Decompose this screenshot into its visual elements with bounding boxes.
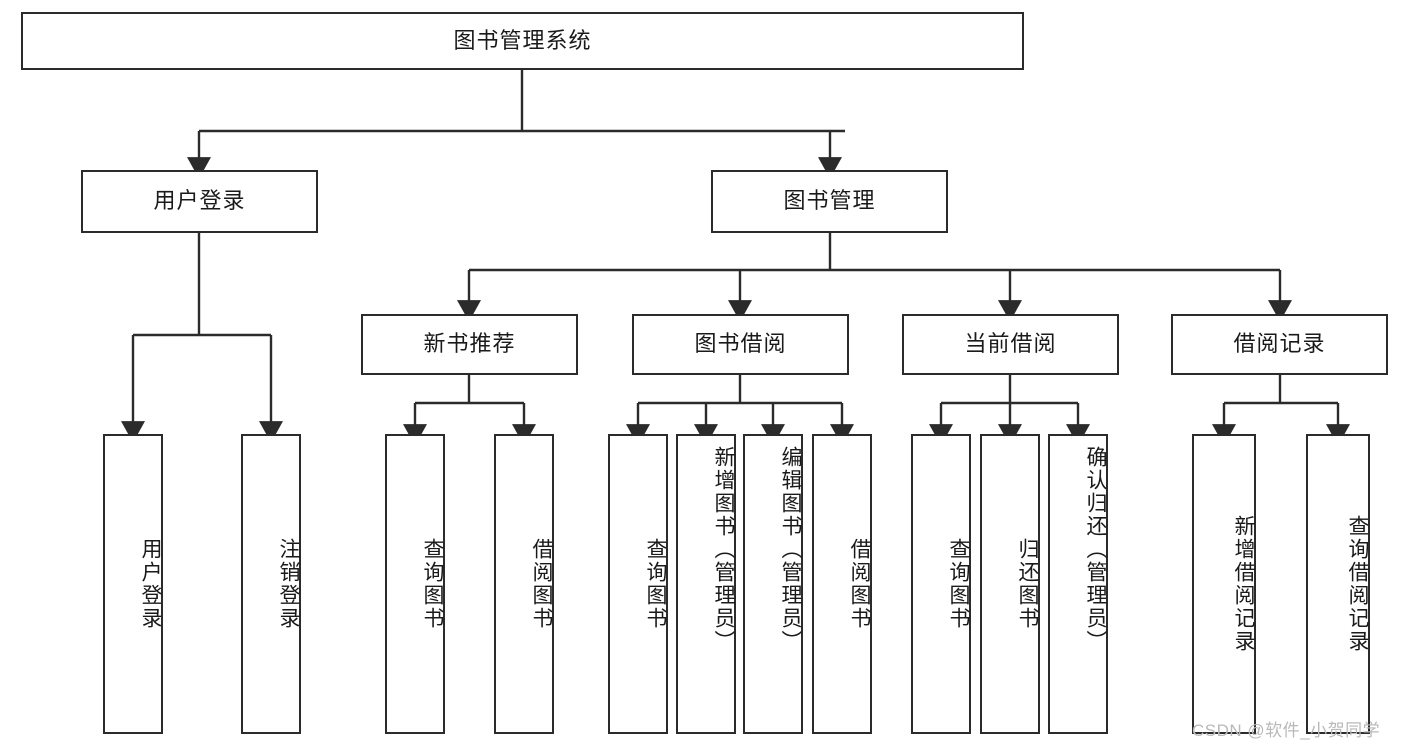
leaf-borrow-book[interactable]: 借阅图书: [812, 434, 872, 734]
leaf-query-borrow-record[interactable]: 查询借阅记录: [1306, 434, 1370, 734]
leaf-edit-book-admin[interactable]: 编辑图书（管理员）: [743, 434, 803, 734]
node-current-borrow[interactable]: 当前借阅: [902, 314, 1119, 375]
leaf-return-book[interactable]: 归还图书: [980, 434, 1040, 734]
node-label: 当前借阅: [964, 331, 1057, 357]
node-label: 查询图书: [947, 538, 970, 630]
node-label: 编辑图书（管理员）: [779, 446, 802, 653]
node-label: 借阅图书: [530, 538, 553, 630]
node-book-management[interactable]: 图书管理: [711, 170, 948, 233]
node-new-book-recommend[interactable]: 新书推荐: [361, 314, 578, 375]
leaf-user-login[interactable]: 用户登录: [103, 434, 163, 734]
node-label: 图书借阅: [694, 331, 787, 357]
node-label: 查询借阅记录: [1346, 515, 1369, 653]
leaf-query-book-borrow[interactable]: 查询图书: [608, 434, 668, 734]
leaf-add-book-admin[interactable]: 新增图书（管理员）: [676, 434, 736, 734]
node-label: 新书推荐: [423, 331, 516, 357]
leaf-logout[interactable]: 注销登录: [241, 434, 301, 734]
csdn-watermark: CSDN @软件_小贺同学: [1192, 721, 1381, 740]
node-label: 用户登录: [153, 188, 246, 214]
node-label: 借阅图书: [848, 538, 871, 630]
leaf-confirm-return-admin[interactable]: 确认归还（管理员）: [1048, 434, 1108, 734]
node-borrow-record[interactable]: 借阅记录: [1171, 314, 1388, 375]
node-book-borrow[interactable]: 图书借阅: [632, 314, 849, 375]
node-label: 归还图书: [1016, 538, 1039, 630]
node-label: 新增借阅记录: [1232, 515, 1255, 653]
node-label: 借阅记录: [1233, 331, 1326, 357]
node-label: 用户登录: [139, 538, 162, 630]
node-root-book-management-system[interactable]: 图书管理系统: [21, 12, 1024, 70]
leaf-query-book-new[interactable]: 查询图书: [385, 434, 445, 734]
node-label: 新增图书（管理员）: [712, 446, 735, 653]
node-label: 图书管理系统: [453, 27, 592, 53]
node-label: 查询图书: [421, 538, 444, 630]
node-label: 确认归还（管理员）: [1084, 446, 1107, 653]
node-user-login[interactable]: 用户登录: [81, 170, 318, 233]
node-label: 注销登录: [277, 538, 300, 630]
leaf-add-borrow-record[interactable]: 新增借阅记录: [1192, 434, 1256, 734]
node-label: 图书管理: [783, 188, 876, 214]
leaf-query-book-current[interactable]: 查询图书: [911, 434, 971, 734]
node-label: 查询图书: [644, 538, 667, 630]
leaf-borrow-book-new[interactable]: 借阅图书: [494, 434, 554, 734]
